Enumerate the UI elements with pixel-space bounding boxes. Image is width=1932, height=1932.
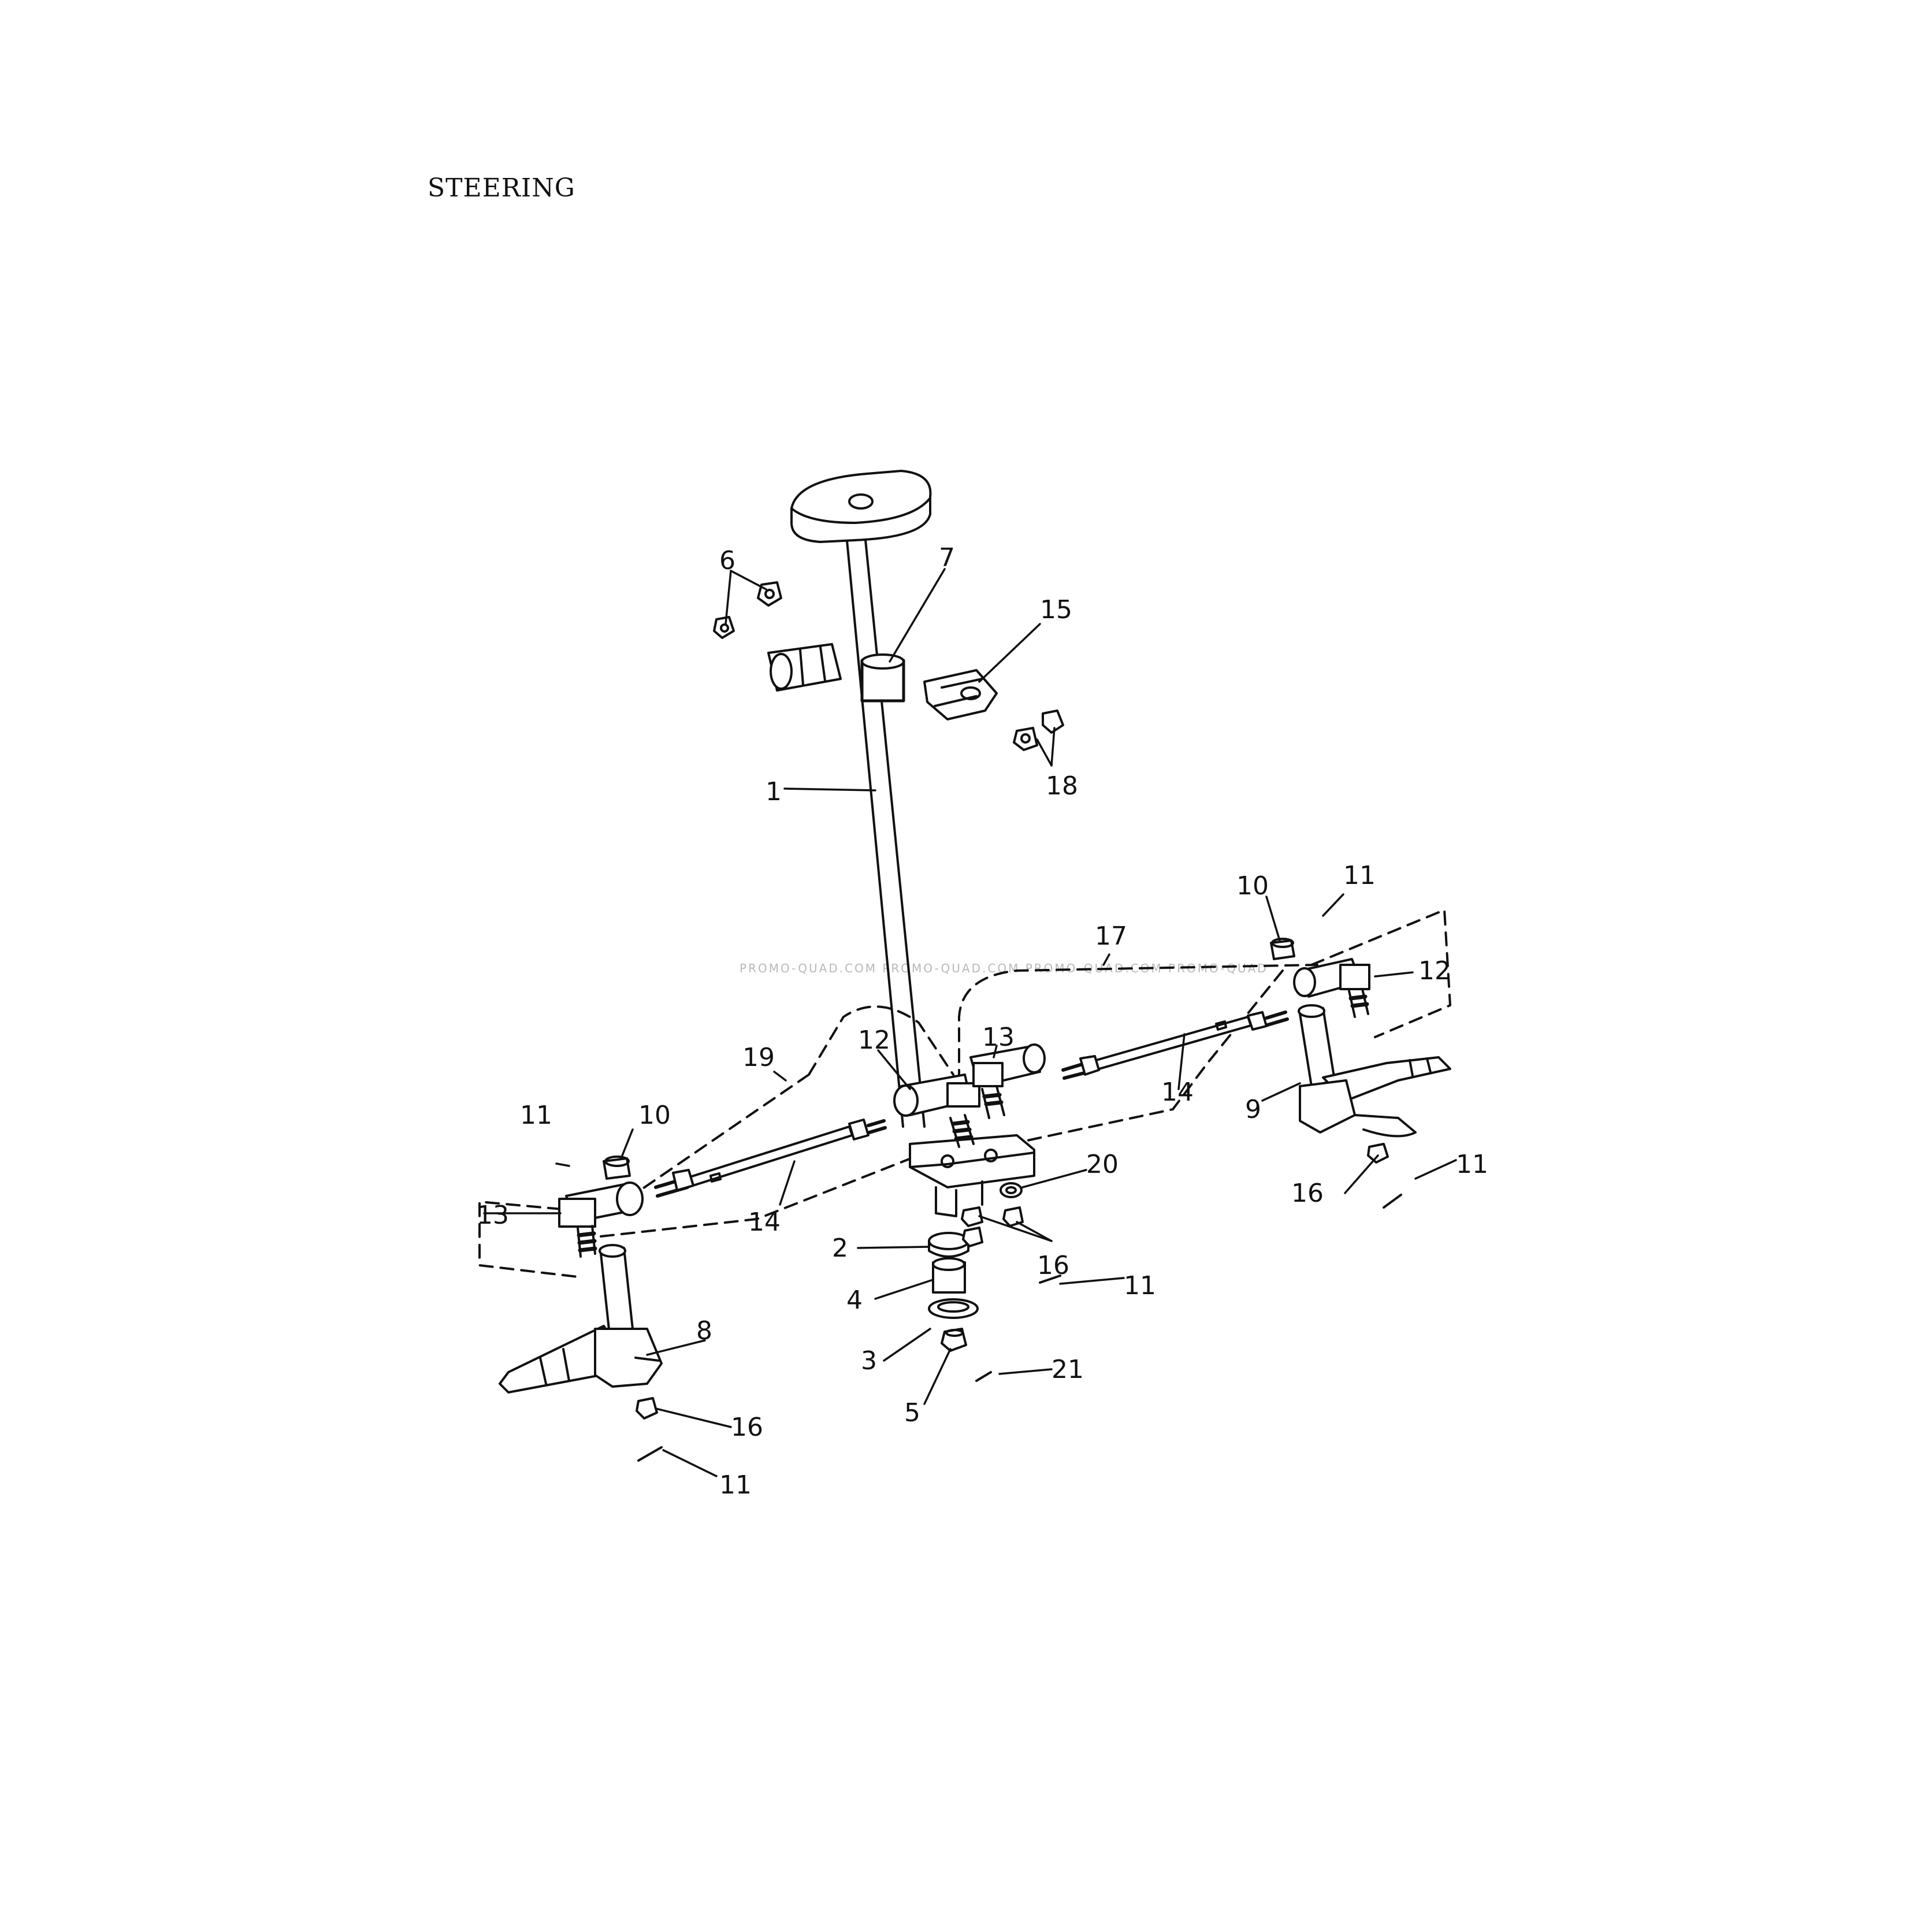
callout-7: 7 — [939, 543, 955, 573]
column-clamp-lower — [767, 643, 842, 692]
callout-14-right: 14 — [1161, 1078, 1194, 1107]
nut-18 — [1013, 709, 1064, 751]
cotter-pin-21 — [975, 1371, 992, 1382]
callout-13-center: 13 — [982, 1023, 1015, 1052]
callout-3: 3 — [861, 1346, 877, 1376]
callout-20: 20 — [1086, 1150, 1119, 1179]
tie-rod-left — [654, 1119, 887, 1198]
nut-16-left — [636, 1397, 658, 1420]
callout-5: 5 — [904, 1398, 920, 1428]
steering-knuckle-right — [1298, 1004, 1451, 1138]
callout-11-left: 11 — [520, 1101, 552, 1130]
callout-21: 21 — [1052, 1355, 1084, 1384]
steering-column — [790, 470, 932, 1128]
cotter-pin-left — [637, 1446, 663, 1462]
callout-15: 15 — [1040, 595, 1072, 625]
callout-12-center: 12 — [858, 1026, 890, 1055]
tie-rod-end-right — [1270, 938, 1370, 1018]
nuts-16-center — [961, 1206, 1024, 1247]
washer-20 — [1000, 1182, 1023, 1198]
callout-2: 2 — [832, 1233, 848, 1263]
callout-11-bottom-left: 11 — [719, 1470, 752, 1500]
callout-16-left: 16 — [731, 1413, 763, 1442]
callout-10-right: 10 — [1236, 871, 1269, 901]
callout-9: 9 — [1245, 1095, 1261, 1124]
steering-knuckle-left — [499, 1244, 663, 1394]
tie-rod-end-left — [558, 1156, 644, 1258]
callout-8: 8 — [696, 1316, 712, 1346]
callout-12-right: 12 — [1418, 956, 1451, 986]
column-clamp-15 — [923, 669, 998, 720]
pitman-arm-plate — [909, 1134, 1035, 1217]
callout-14-left: 14 — [748, 1208, 781, 1237]
callout-13-left: 13 — [477, 1201, 509, 1230]
assembly-outline-17 — [958, 909, 1451, 1145]
diagram-title: STEERING — [428, 173, 575, 203]
callout-11-right: 11 — [1456, 1150, 1488, 1179]
callout-18: 18 — [1046, 771, 1078, 801]
callout-11-top-right: 11 — [1343, 861, 1376, 890]
tie-rod-end-center — [893, 1043, 1046, 1148]
bearing-stack — [928, 1232, 979, 1352]
callout-4: 4 — [846, 1285, 863, 1315]
callout-19: 19 — [742, 1043, 775, 1072]
tie-rod-right — [1061, 1010, 1289, 1080]
callout-11-center: 11 — [1124, 1271, 1156, 1301]
callout-1: 1 — [766, 777, 782, 807]
nut-6 — [713, 581, 782, 639]
cotter-pin-center — [1039, 1275, 1061, 1284]
assembly-outline-19 — [478, 1005, 954, 1278]
callout-6: 6 — [719, 546, 735, 575]
callout-16-center: 16 — [1037, 1251, 1069, 1280]
callouts: 6 7 15 18 1 11 10 12 17 13 12 19 14 9 11… — [477, 543, 1488, 1500]
nut-16-right — [1367, 1143, 1389, 1164]
callout-17: 17 — [1095, 922, 1127, 951]
cotter-pin-right — [1383, 1194, 1402, 1209]
callout-16-right: 16 — [1291, 1179, 1324, 1208]
callout-10-left: 10 — [638, 1101, 671, 1130]
leader-lines — [483, 568, 1457, 1477]
